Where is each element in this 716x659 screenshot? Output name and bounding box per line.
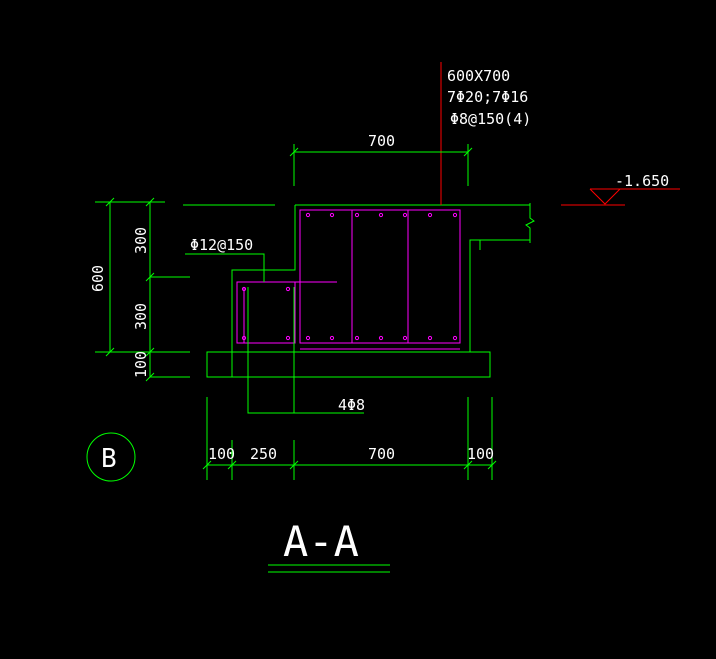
rebar-dots (241, 212, 458, 341)
rebar-cage (236, 209, 461, 350)
beam-size-label: 600X700 (447, 67, 510, 85)
left-dim-300-lower: 300 (132, 303, 150, 330)
dimension-lines (95, 144, 497, 480)
title-underline (268, 564, 390, 573)
beam-longitudinal-label: 7Φ20;7Φ16 (447, 88, 528, 106)
concrete-outline (183, 203, 535, 378)
left-dim-600: 600 (89, 265, 107, 292)
beam-stirrup-label: Φ8@150(4) (450, 110, 531, 128)
left-dim-100: 100 (132, 351, 150, 378)
bar-count-label: 4Φ8 (338, 396, 365, 414)
left-dim-300-upper: 300 (132, 227, 150, 254)
red-leader (440, 62, 680, 206)
bottom-dim-700: 700 (368, 445, 395, 463)
section-title: A-A (283, 517, 359, 566)
green-leaders (185, 253, 364, 414)
axis-bubble (86, 432, 136, 482)
axis-label: B (101, 444, 117, 474)
rebar-spec-label: Φ12@150 (190, 236, 253, 254)
bottom-dim-250: 250 (250, 445, 277, 463)
top-dim-700: 700 (368, 132, 395, 150)
bottom-dim-100-left: 100 (208, 445, 235, 463)
elevation-label: -1.650 (615, 172, 669, 190)
bottom-dim-100-right: 100 (467, 445, 494, 463)
